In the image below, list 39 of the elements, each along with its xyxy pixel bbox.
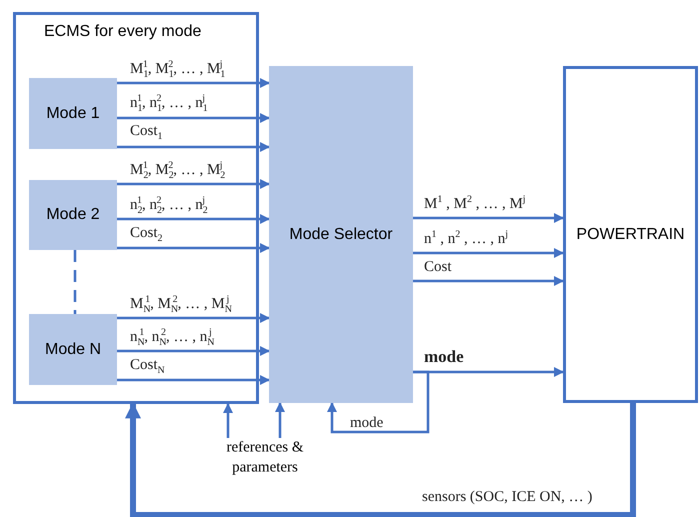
arrow	[413, 213, 564, 223]
container-title: ECMS for every mode	[44, 23, 202, 41]
arrow	[327, 370, 430, 434]
edge-label: Cost$_{1}$	[130, 124, 163, 142]
edge-label: mode	[424, 348, 464, 365]
box-label: Mode 1	[46, 104, 100, 122]
arrow	[125, 402, 636, 517]
arrow	[117, 346, 270, 356]
arrow	[117, 243, 270, 253]
edge-label: M$^{1}$ , M$^{2}$ , … , M$^{j}$	[424, 195, 526, 212]
arrow	[117, 179, 270, 189]
arrow	[117, 313, 270, 323]
arrow	[413, 276, 564, 286]
arrow	[275, 402, 285, 438]
process-box	[29, 314, 117, 385]
edge-label: n$^{1}$ , n$^{2}$ , … , n$^{j}$	[424, 230, 508, 247]
box-label: POWERTRAIN	[576, 226, 685, 244]
container-box	[13, 12, 259, 404]
arrow	[223, 403, 233, 438]
selector-box	[269, 66, 413, 403]
system-box	[563, 66, 698, 403]
box-label: Mode Selector	[289, 226, 393, 244]
edge-label: mode	[350, 416, 384, 431]
edge-label: sensors (SOC, ICE ON, … )	[422, 490, 592, 505]
box-label: Mode 2	[46, 206, 100, 224]
box-label: Mode N	[44, 340, 102, 358]
arrow	[117, 78, 270, 88]
arrow	[117, 113, 270, 123]
arrow	[117, 214, 270, 224]
arrow	[413, 248, 564, 258]
process-box	[29, 180, 117, 250]
arrow	[117, 142, 270, 152]
dashed-connector	[74, 250, 76, 314]
edge-label: Cost	[424, 260, 452, 275]
process-box	[29, 78, 117, 149]
edge-label: Cost$_{2}$	[130, 226, 163, 244]
edge-label: Cost$_{N}$	[130, 358, 165, 376]
annotation-text: references & parameters	[225, 438, 305, 477]
arrow	[117, 375, 270, 385]
